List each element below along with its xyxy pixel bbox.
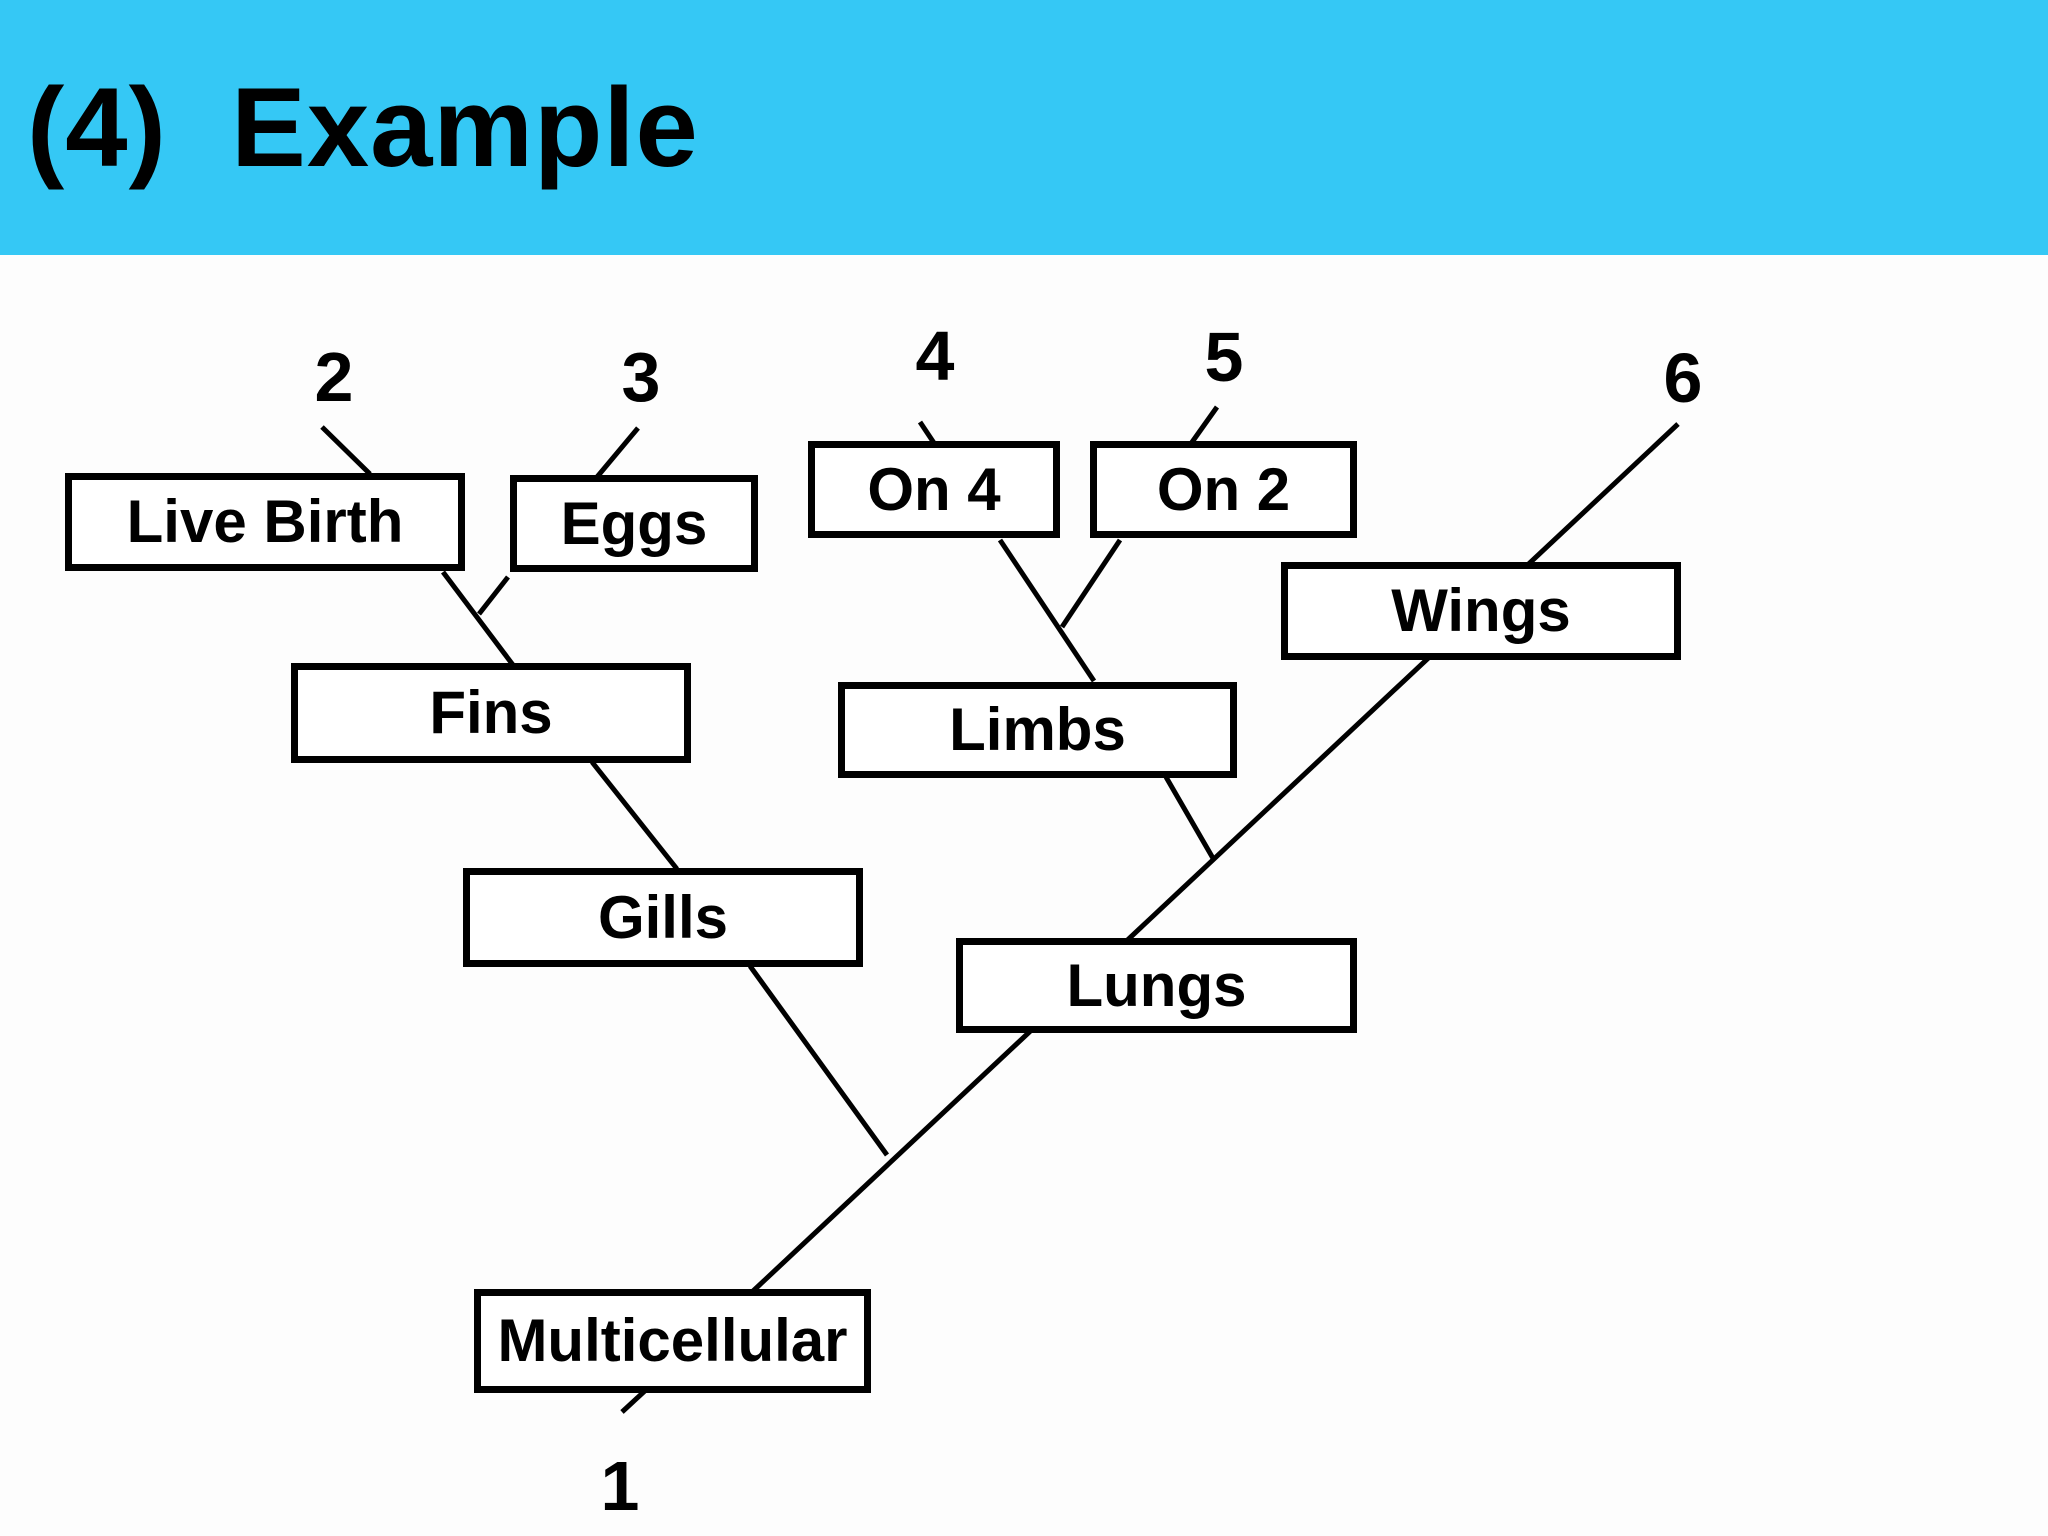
trait-box-live-birth: Live Birth (65, 473, 465, 571)
edge-limbs-to-trunk (1163, 775, 1217, 862)
trait-box-on-2: On 2 (1090, 441, 1357, 538)
trait-box-label: On 4 (867, 455, 1001, 523)
tip-label-2: 2 (314, 338, 354, 416)
trait-box-label: Live Birth (126, 488, 404, 555)
trait-box-label: Eggs (560, 489, 708, 557)
edge-on4-to-limbs (997, 538, 1097, 683)
edge-eggs-join (477, 575, 510, 616)
trait-box-label: Gills (597, 883, 729, 951)
edge-on2-join (1059, 538, 1123, 629)
trait-box-label: On 2 (1156, 455, 1291, 523)
tip-label-3: 3 (621, 338, 661, 416)
edge-tick-5 (1187, 405, 1220, 447)
title-bar: (4) Example (0, 0, 2048, 255)
trait-box-limbs: Limbs (838, 682, 1237, 778)
trait-box-multicellular: Multicellular (474, 1289, 871, 1393)
trait-box-label: Wings (1391, 577, 1571, 644)
trait-box-eggs: Eggs (510, 475, 758, 572)
tip-label-6: 6 (1663, 339, 1703, 417)
trait-box-lungs: Lungs (956, 938, 1357, 1033)
edge-fins-to-gills (590, 760, 679, 871)
edge-tick-2 (320, 425, 372, 476)
trait-box-fins: Fins (291, 663, 691, 763)
trait-box-label: Fins (429, 679, 553, 746)
tip-label-5: 5 (1204, 318, 1244, 396)
tip-label-4: 4 (915, 317, 955, 395)
trait-box-label: Limbs (949, 696, 1126, 763)
edge-tick-3 (595, 426, 640, 479)
edge-livebirth-to-fins (441, 570, 515, 667)
trait-box-wings: Wings (1281, 562, 1681, 660)
trait-box-label: Multicellular (497, 1307, 848, 1374)
trait-box-label: Lungs (1066, 951, 1247, 1019)
edge-gills-to-trunk (747, 964, 890, 1157)
trait-box-gills: Gills (463, 868, 863, 967)
slide-title: (4) Example (27, 65, 699, 190)
tip-label-1: 1 (600, 1447, 640, 1525)
trait-box-on-4: On 4 (808, 441, 1060, 538)
